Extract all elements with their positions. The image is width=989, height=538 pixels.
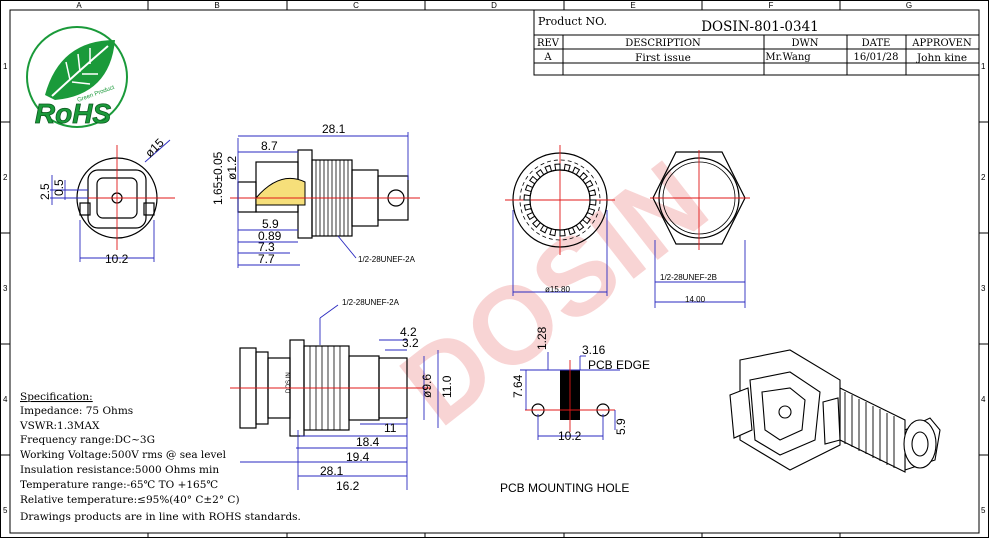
dielectric-highlight <box>255 178 306 206</box>
product-no-value: DOSIN-801-0341 <box>701 19 819 35</box>
row-dwn: Mr.Wang <box>765 52 811 63</box>
row-label-3: 3 <box>3 284 8 293</box>
header-rev: REV <box>537 38 560 49</box>
pcb-dim-d4: 10.2 <box>558 429 582 443</box>
bottom-dim-d1: 4.2 <box>400 325 417 339</box>
side-section-view: 28.1 8.7 ø1.2 1.65±0.05 5.9 0.89 7.3 7.7… <box>211 122 420 268</box>
header-date: DATE <box>862 38 891 49</box>
bottom-dim-d3: ø9.6 <box>420 374 434 398</box>
hex-view: 14.00 1/2-28UNEF-2B <box>650 150 750 308</box>
pcb-dim-d1: 1.28 <box>535 326 549 350</box>
col-label-a: A <box>76 1 82 10</box>
header-approven: APPROVEN <box>911 38 972 49</box>
side-dim-d5: 0.89 <box>258 229 282 243</box>
rohs-logo: RoHS Green Product <box>26 26 128 129</box>
row-labels: 1 2 3 4 5 1 2 3 4 5 <box>3 62 986 515</box>
row-label-2: 2 <box>3 173 8 182</box>
spec-line-3: Frequency range:DC~3G <box>20 434 155 446</box>
pcb-dim-d3: 7.64 <box>511 374 525 398</box>
bottom-dim-d8: 28.1 <box>320 464 344 478</box>
drawing-border <box>9 9 980 534</box>
row-date: 16/01/28 <box>854 52 899 63</box>
bottom-side-view: DOS IN 1/2-28UNEF-2A 4.2 3.2 ø9.6 11.0 1… <box>230 298 454 493</box>
end-dim-dia: ø15.80 <box>545 285 570 294</box>
col-label-b: B <box>214 1 219 10</box>
row-label-5-right: 5 <box>981 506 986 515</box>
bottom-dim-d4: 11.0 <box>440 375 454 398</box>
spec-line-2: VSWR:1.3MAX <box>19 420 100 432</box>
row-rev: A <box>543 52 552 63</box>
row-label-1-right: 1 <box>981 62 986 71</box>
bottom-dim-d6: 18.4 <box>356 435 380 449</box>
bottom-dim-d9: 16.2 <box>336 479 360 493</box>
col-label-c: C <box>353 1 359 10</box>
row-label-1: 1 <box>3 62 8 71</box>
isometric-view <box>729 349 941 473</box>
header-description: DESCRIPTION <box>625 38 701 49</box>
end-view-teeth <box>523 163 597 237</box>
spec-line-1: Impedance: 75 Ohms <box>20 405 133 417</box>
pcb-title: PCB MOUNTING HOLE <box>500 481 629 495</box>
side-dim-overall: 28.1 <box>322 122 346 136</box>
bottom-dim-d2: 3.2 <box>402 336 419 350</box>
side-dim-d2: ø1.2 <box>225 156 239 180</box>
side-thread-label: 1/2-28UNEF-2A <box>358 255 416 264</box>
col-label-e: E <box>630 1 635 10</box>
col-label-f: F <box>769 1 774 10</box>
spec-line-6: Temperature range:-65℃ TO +165℃ <box>20 479 218 491</box>
header-dwn: DWN <box>791 38 818 49</box>
row-label-4-right: 4 <box>981 395 986 404</box>
row-ticks <box>0 121 989 456</box>
gear-teeth <box>523 163 597 237</box>
column-labels: A B C D E F G <box>76 1 912 10</box>
bottom-thread-label: 1/2-28UNEF-2A <box>342 298 400 307</box>
hex-dim-width: 14.00 <box>685 295 706 304</box>
rohs-logo-text: RoHS <box>35 98 112 129</box>
hex-thread-label: 1/2-28UNEF-2B <box>660 273 717 282</box>
bottom-dim-d5: 11 <box>384 421 397 435</box>
spec-line-4: Working Voltage:500V rms @ sea level <box>20 449 227 461</box>
row-approven: John kine <box>916 52 967 64</box>
side-dim-d7: 7.7 <box>258 252 275 266</box>
side-dim-d1: 8.7 <box>261 139 278 153</box>
front-dim-h1: 2.5 <box>38 183 52 200</box>
spec-line-7: Relative temperature:≤95%(40° C±2° C) <box>20 494 240 506</box>
side-dim-d3: 1.65±0.05 <box>211 151 225 205</box>
pcb-edge-label: PCB EDGE <box>588 358 650 372</box>
pcb-dim-d2: 3.16 <box>582 343 606 357</box>
row-label-3-right: 3 <box>981 284 986 293</box>
pcb-mounting-hole: PCB EDGE 10.2 7.64 1.28 3.16 5.9 PCB MOU… <box>500 326 650 495</box>
row-description: First issue <box>635 52 691 64</box>
bottom-dim-d7: 19.4 <box>346 450 370 464</box>
front-dim-dia: ø15 <box>142 135 167 160</box>
row-label-2-right: 2 <box>981 173 986 182</box>
side-dim-d6: 7.3 <box>258 240 275 254</box>
column-ticks <box>147 0 841 538</box>
spec-line-8: Drawings products are in line with ROHS … <box>20 511 301 523</box>
body-mark: DOS IN <box>286 372 292 393</box>
row-label-4: 4 <box>3 395 8 404</box>
front-dim-width: 10.2 <box>105 252 129 266</box>
product-no-label: Product NO. <box>538 15 607 28</box>
spec-title: Specification: <box>20 391 93 403</box>
row-label-5: 5 <box>3 506 8 515</box>
specification: Specification: Impedance: 75 Ohms VSWR:1… <box>19 391 301 523</box>
col-label-d: D <box>491 1 497 10</box>
col-label-g: G <box>906 1 912 10</box>
front-view: 10.2 2.5 0.5 ø15 <box>38 135 175 266</box>
front-dim-h2: 0.5 <box>52 179 66 196</box>
pcb-dim-d5: 5.9 <box>614 418 628 435</box>
side-dim-d4: 5.9 <box>262 217 279 231</box>
title-block: Product NO. DOSIN-801-0341 REV DESCRIPTI… <box>533 9 980 76</box>
spec-line-5: Insulation resistance:5000 Ohms min <box>20 464 219 476</box>
